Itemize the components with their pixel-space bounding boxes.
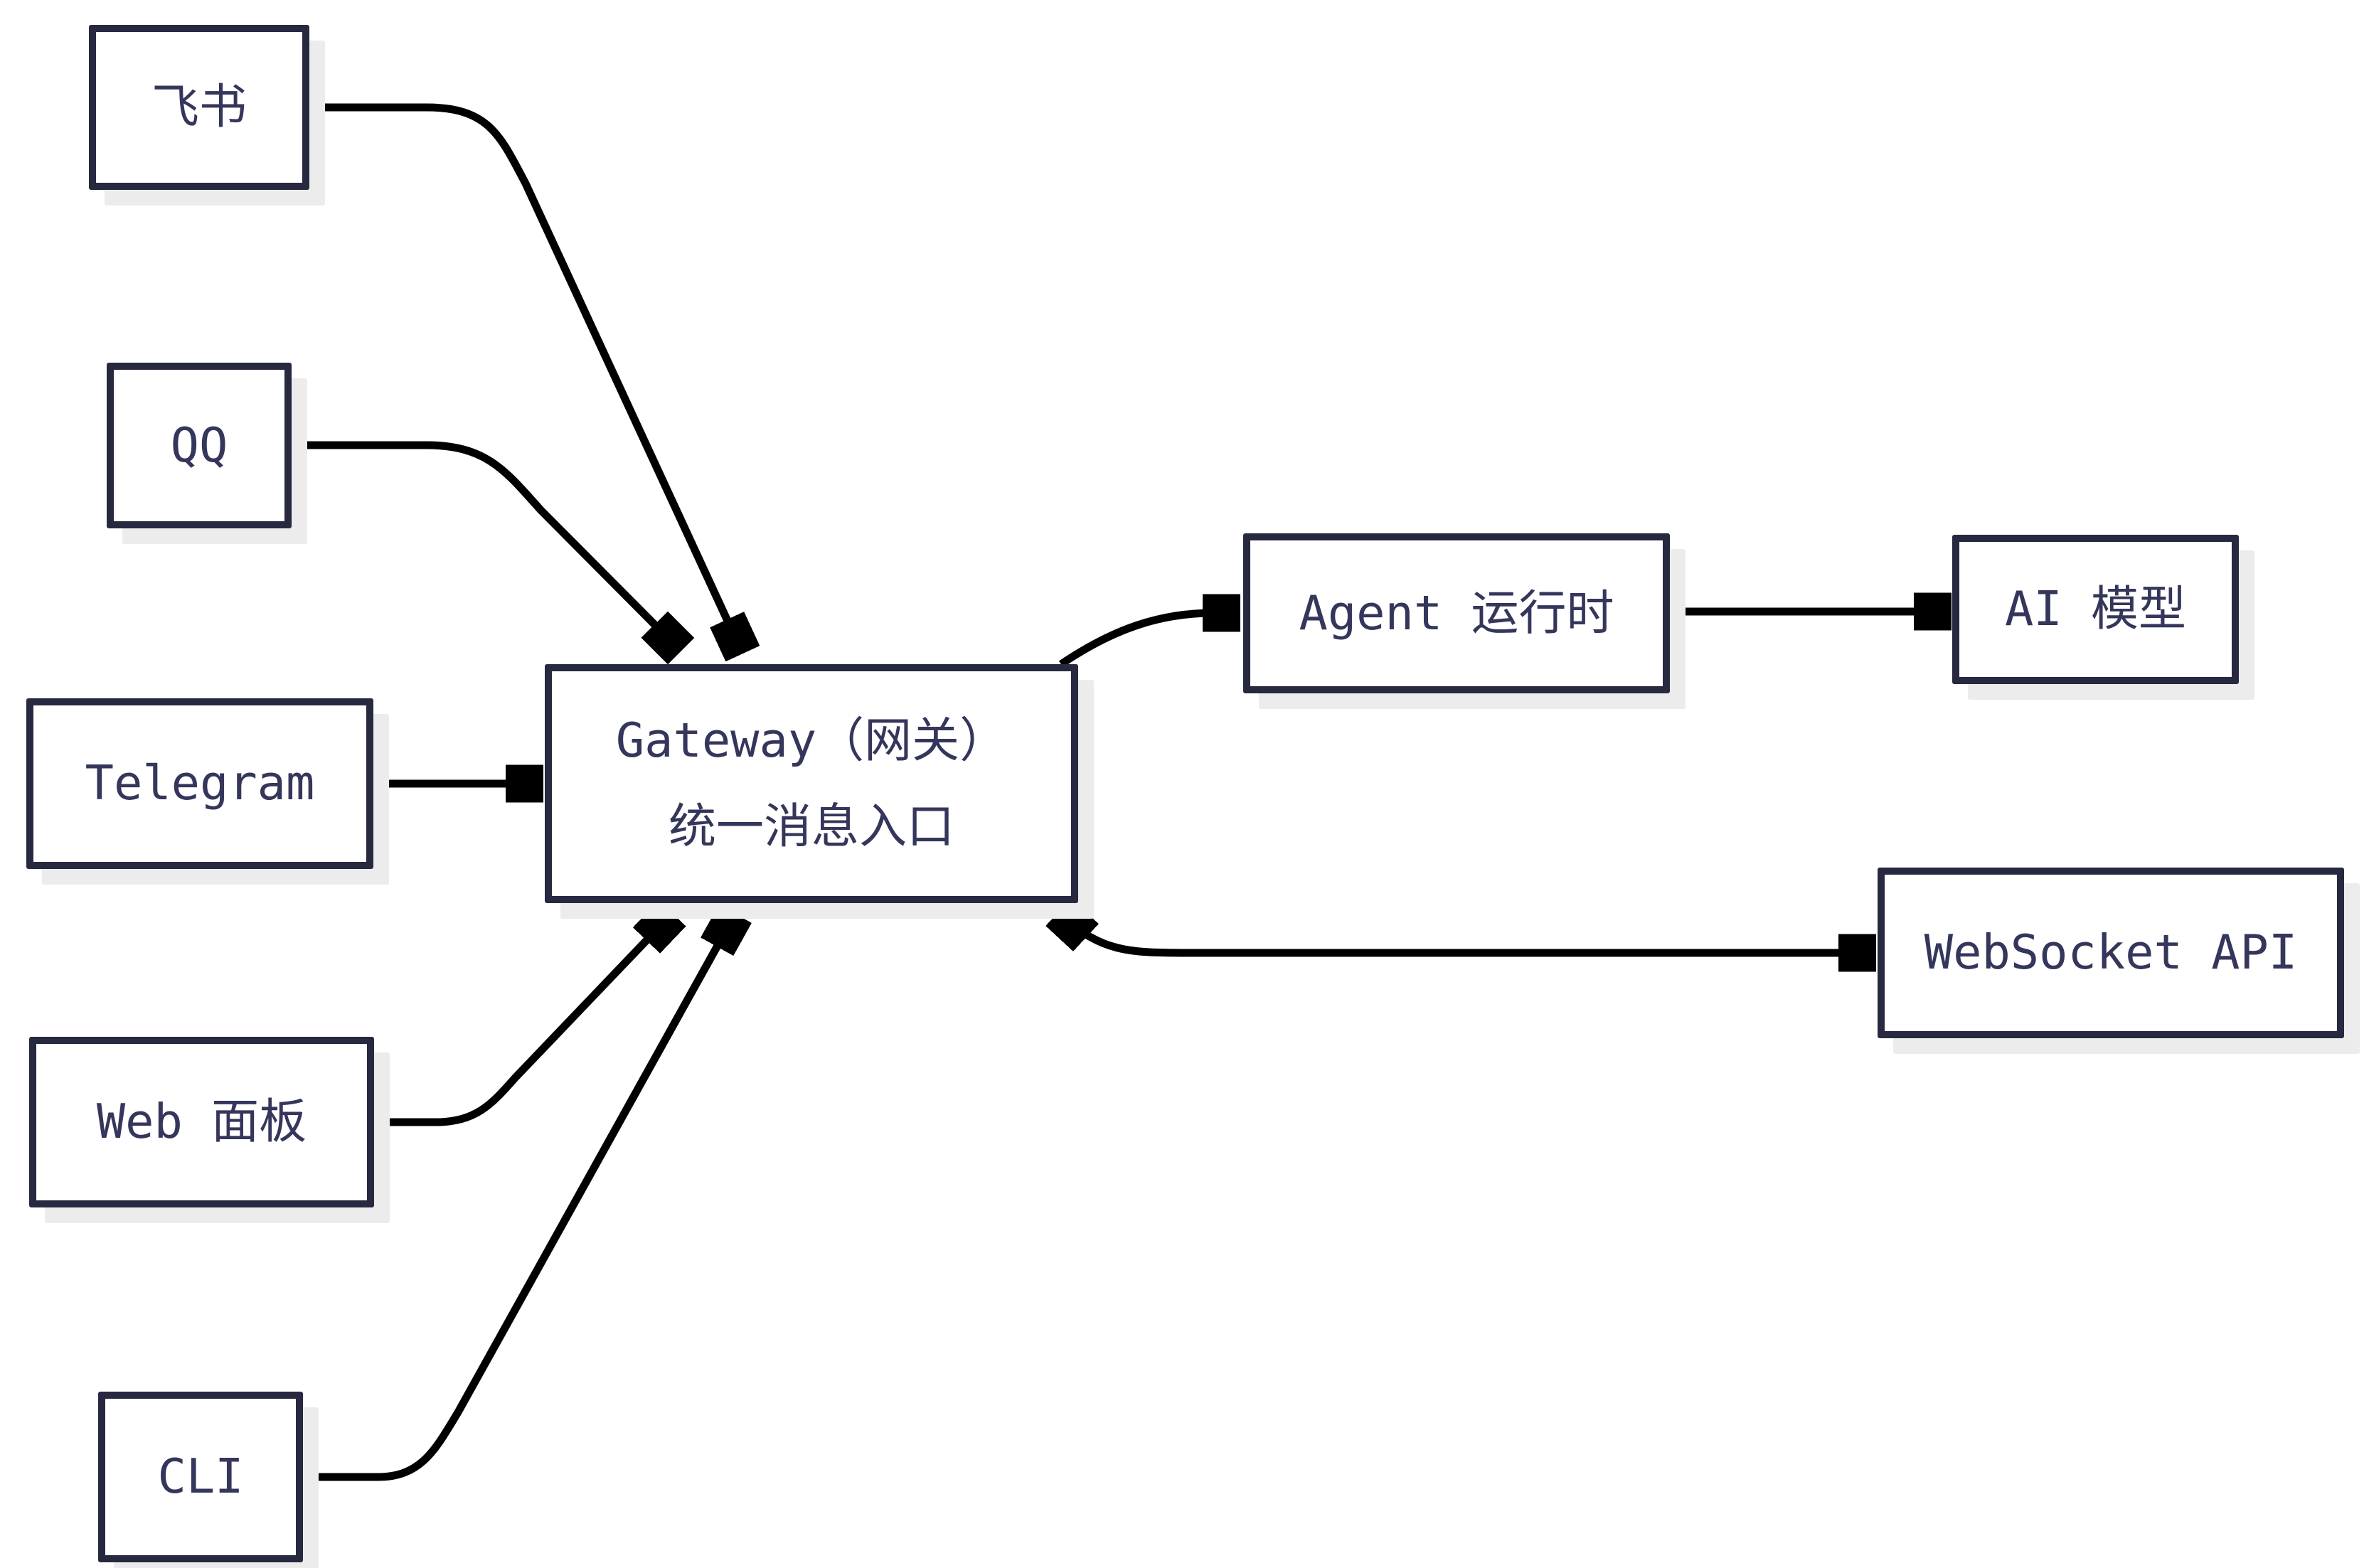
node-ai-model: AI 模型 — [1952, 535, 2239, 684]
node-web-panel-label: Web 面板 — [96, 1094, 307, 1150]
node-agent-runtime-label: Agent 运行时 — [1299, 585, 1614, 641]
node-cli: CLI — [98, 1392, 303, 1562]
edge-cli-gateway — [303, 919, 733, 1481]
node-cli-label: CLI — [157, 1449, 244, 1505]
node-qq: QQ — [107, 363, 292, 528]
node-telegram-label: Telegram — [85, 755, 315, 811]
node-feishu-label: 飞书 — [151, 79, 247, 135]
edge-gateway-websocket-api — [1063, 916, 1870, 953]
edge-gateway-agent-runtime — [1058, 613, 1235, 668]
node-web-panel: Web 面板 — [29, 1037, 374, 1207]
edge-qq-gateway — [292, 441, 677, 647]
edge-web-panel-gateway — [374, 917, 669, 1126]
node-ai-model-label: AI 模型 — [2004, 581, 2186, 637]
node-gateway: Gateway（网关） 统一消息入口 — [545, 664, 1078, 903]
node-websocket-api: WebSocket API — [1878, 868, 2344, 1038]
node-feishu: 飞书 — [89, 25, 309, 190]
node-gateway-label-line1: Gateway（网关） — [615, 713, 1008, 769]
node-agent-runtime: Agent 运行时 — [1243, 533, 1670, 693]
node-telegram: Telegram — [26, 698, 373, 869]
node-websocket-api-label: WebSocket API — [1924, 924, 2298, 981]
node-gateway-label-line2: 统一消息入口 — [669, 799, 954, 854]
node-qq-label: QQ — [170, 417, 228, 473]
edge-feishu-gateway — [309, 103, 740, 649]
